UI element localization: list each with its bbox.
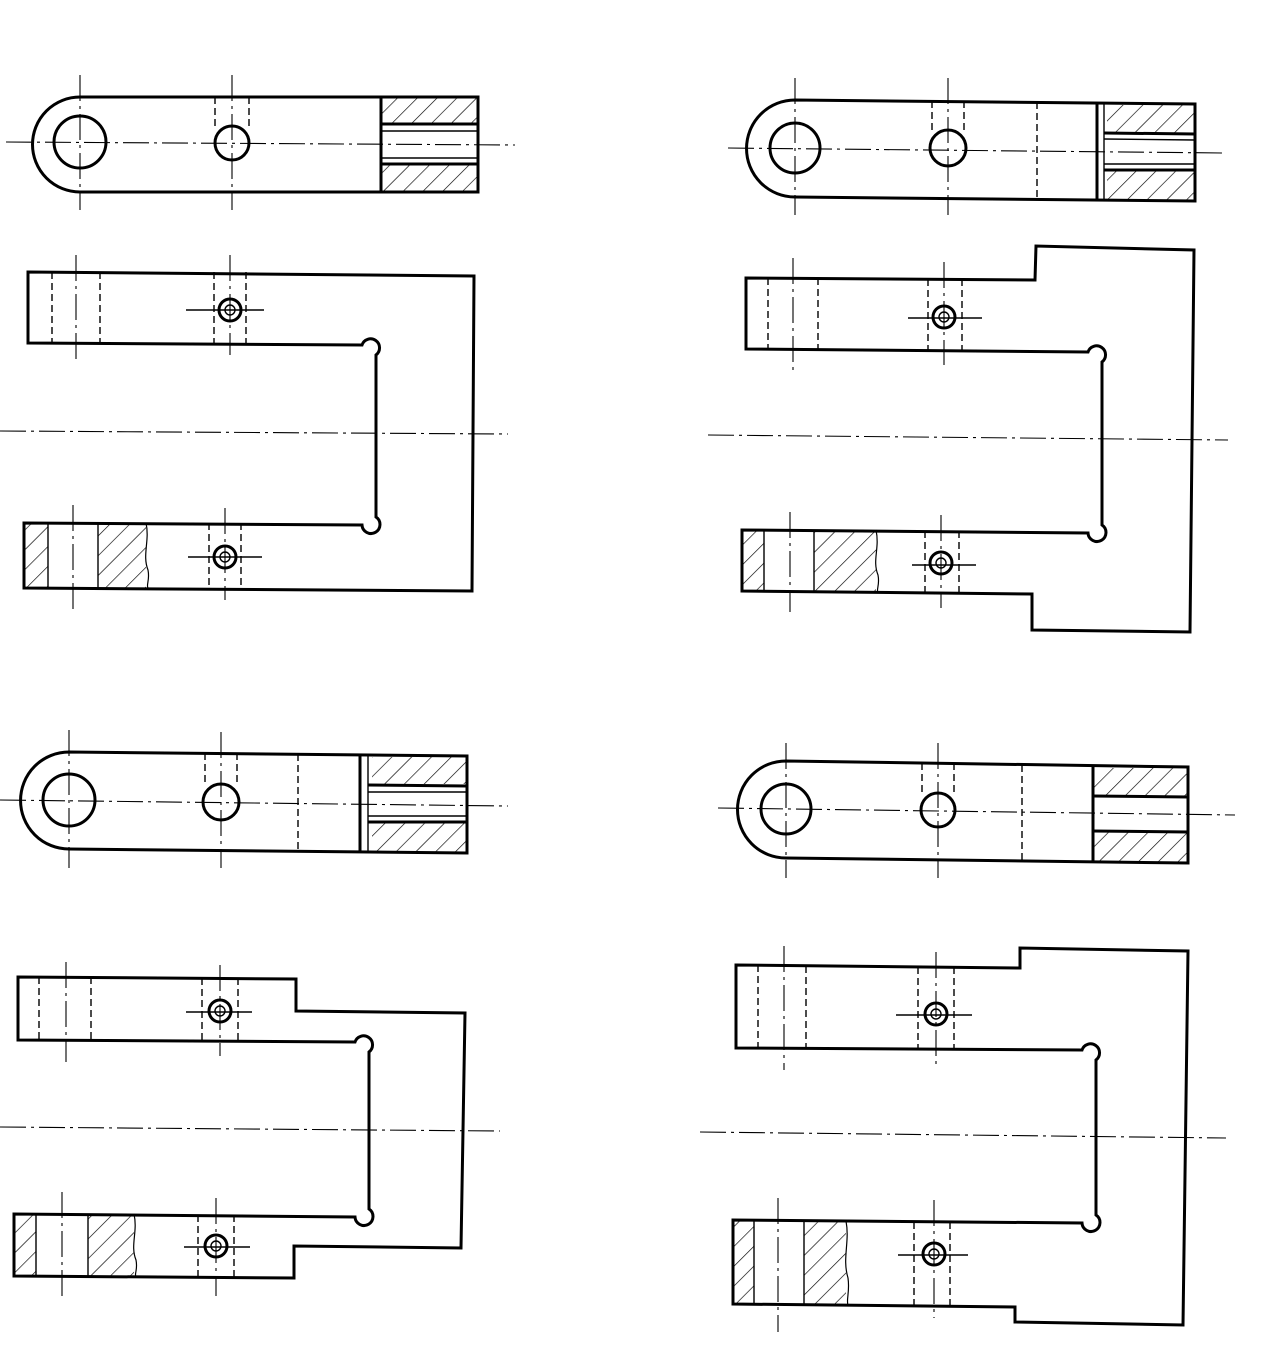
option-3 (0, 730, 509, 1298)
fork-front-view (699, 946, 1227, 1332)
option-2 (707, 78, 1229, 634)
option-1 (0, 75, 516, 610)
lever-top-view (0, 730, 509, 868)
lever-top-view (5, 75, 516, 210)
lever-top-view (727, 78, 1223, 215)
fork-front-view (0, 255, 509, 610)
option-4 (699, 743, 1236, 1332)
fork-front-view (0, 962, 501, 1298)
fork-front-view (707, 244, 1229, 634)
lever-top-view (717, 743, 1236, 878)
